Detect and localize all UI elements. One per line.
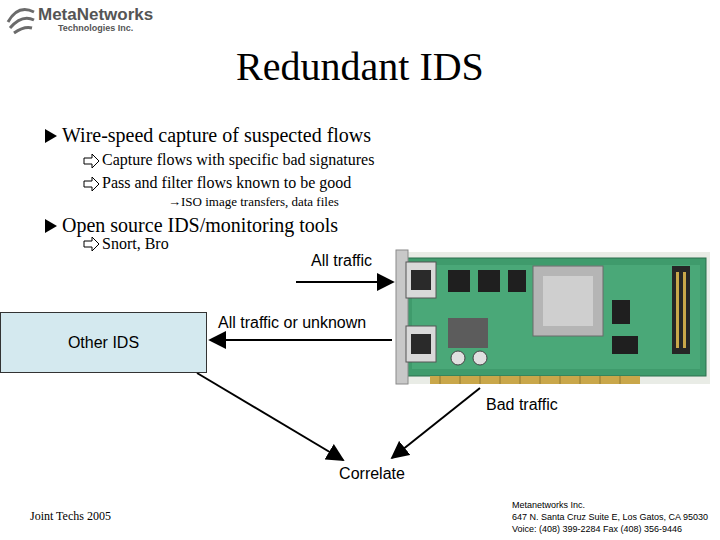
- ids-box: Other IDS: [0, 312, 207, 373]
- sub-bullet-text: Pass and filter flows known to be good: [102, 174, 351, 192]
- arrow-label: All traffic or unknown: [218, 314, 366, 332]
- note-text: →ISO image transfers, data files: [168, 195, 339, 210]
- logo-swirl: [8, 10, 34, 33]
- logo-subtitle: Technologies Inc.: [58, 23, 133, 33]
- sub-bullet-arrow: [84, 154, 99, 251]
- bullet-text: Open source IDS/monitoring tools: [62, 214, 338, 237]
- correlate-node: Correlate: [329, 460, 415, 488]
- node-text: Correlate: [339, 465, 405, 483]
- logo-name: MetaNetworks: [38, 5, 153, 25]
- footer-text: Joint Techs 2005: [30, 510, 111, 524]
- connector-arrow: [197, 373, 343, 460]
- sub-bullet-text: Capture flows with specific bad signatur…: [102, 151, 374, 169]
- bad-traffic-arrow: [392, 388, 480, 458]
- footer-address: 647 N. Santa Cruz Suite E, Los Gatos, CA…: [512, 512, 708, 522]
- arrow-label: Bad traffic: [486, 396, 558, 414]
- output-arrow: [210, 339, 392, 341]
- input-arrow: [296, 281, 393, 283]
- slide-title: Redundant IDS: [0, 44, 720, 90]
- footer-address: Voice: (408) 399-2284 Fax (408) 356-9446: [512, 524, 682, 534]
- bullet-triangle: [45, 129, 57, 143]
- bullet-triangle: [45, 219, 57, 233]
- arrow-label: All traffic: [311, 252, 372, 270]
- network-card: [396, 250, 710, 384]
- node-text: Other IDS: [68, 334, 139, 352]
- sub-bullet-text: Snort, Bro: [102, 235, 169, 253]
- bullet-text: Wire-speed capture of suspected flows: [62, 124, 371, 147]
- footer-address: Metanetworks Inc.: [512, 500, 585, 510]
